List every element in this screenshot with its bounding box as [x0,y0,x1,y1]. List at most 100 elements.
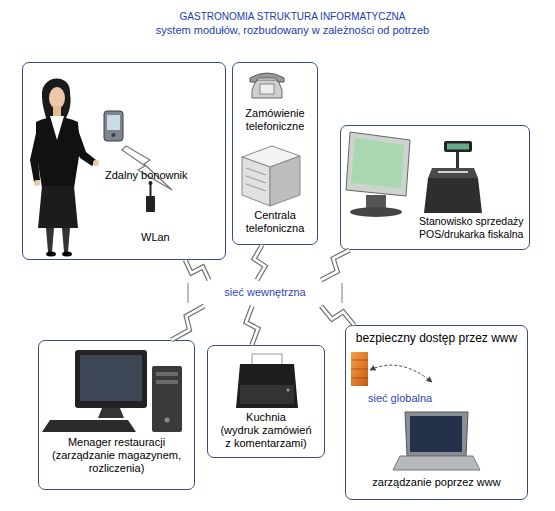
bracket-line [187,283,188,303]
server-front [242,157,270,206]
pda-body [104,111,123,141]
lightning-fill [171,306,204,340]
printer-top [428,168,478,178]
wireless-link [171,306,204,340]
module-box: Zdalny bonownikWLan [22,62,226,260]
pc-tower [152,366,182,432]
pbx-server [242,146,300,206]
brick-line [351,378,368,379]
display-pole [456,150,459,168]
server-slot [246,176,266,183]
subtitle: system modułów, rozbudowany w zależności… [20,24,555,37]
printer-body [424,178,482,213]
node-label: WLan [141,231,181,244]
jacket [36,117,80,188]
firewall-wall [351,352,368,386]
face [49,87,65,109]
printer-front [240,385,294,404]
printer-body [236,364,298,408]
shirt-collar [50,116,64,140]
lightning-outline [321,250,350,280]
module-box: Zamówienie telefoniczneCentrala telefoni… [232,62,318,245]
node-label: Zamówienie telefoniczne [235,107,315,133]
pos-base [350,207,402,217]
node-label: sieć wewnętrzna [185,286,345,299]
antenna-tip [149,181,153,185]
pos-monitor [346,132,410,196]
lightning-outline [185,260,209,280]
leg [62,228,70,252]
server-slot [246,168,266,175]
lightning-outline [321,306,354,325]
power-button [165,418,170,423]
monitor-stand [98,408,124,418]
lightning-fill [321,250,350,280]
kitchen-printer [236,354,298,408]
phone-keypad [260,84,274,94]
wireless-link [185,260,209,280]
server-slot [246,184,266,191]
node-label: Menager restauracji [39,436,194,449]
node-label: Kuchnia [208,411,324,424]
monitor-frame [75,350,147,408]
antenna-base [146,196,155,212]
brick-line [351,360,368,361]
laptop-icon [393,412,480,470]
shoe [62,252,72,257]
lightning-outline [246,306,258,345]
waitress-figure [30,78,99,256]
lightning-fill [321,306,354,325]
laptop-screen [410,416,462,452]
node-label: bezpieczny dostęp przez www [349,332,524,345]
module-box: Menager restauracji(zarządzanie magazyne… [38,340,195,490]
antenna-rod [150,184,152,196]
diagram-title: GASTRONOMIA STRUKTURA INFORMATYCZNA [20,10,555,23]
node-label: Stanowisko sprzedaży POS/drukarka fiskal… [419,215,529,241]
node-label: Centrala telefoniczna [235,209,315,235]
pos-stand [366,195,386,209]
lightning-outline [254,245,265,280]
pos-screen [351,138,404,188]
phone-base [252,80,282,98]
wireless-link [321,306,354,325]
phone-handset [250,73,284,82]
lightning-outline [171,306,204,340]
skirt [38,186,78,228]
keyboard [42,420,136,432]
shoe [46,252,56,257]
wlan-antenna [146,181,155,212]
hair [42,78,71,118]
wireless-bolt [122,146,172,190]
hand [34,180,40,186]
node-label: (wydruk zamówień z komentarzami) [218,424,314,450]
drive-bay [156,372,178,376]
global-network-arrow [370,365,432,382]
firewall-icon [351,352,368,386]
lightning-fill [185,260,209,280]
drive-bay [156,380,178,384]
printer-light [287,389,290,392]
module-box: bezpieczny dostęp przez wwwsieć globalna… [345,325,528,500]
laptop-lid [405,412,468,456]
bracket-line [341,283,342,303]
hand [93,160,99,166]
lightning-fill [254,245,265,280]
wireless-link [254,245,265,280]
pda-screen [107,115,120,130]
lightning-fill [246,306,258,345]
pos-terminal [346,132,410,217]
paper-slot [438,171,468,173]
module-box: Stanowisko sprzedaży POS/drukarka fiskal… [340,125,530,250]
leg [46,228,54,252]
network-band: sieć wewnętrzna [185,280,345,306]
node-label: zarządzanie poprzez www [346,476,527,489]
monitor-screen [80,355,142,401]
pda-button [112,133,116,137]
node-label: (zarządzanie magazynem, rozliczenia) [46,449,187,475]
printer-paper [252,354,282,366]
display-screen [447,144,469,150]
arm [30,124,44,182]
wireless-link [246,306,258,345]
customer-display [444,141,472,152]
